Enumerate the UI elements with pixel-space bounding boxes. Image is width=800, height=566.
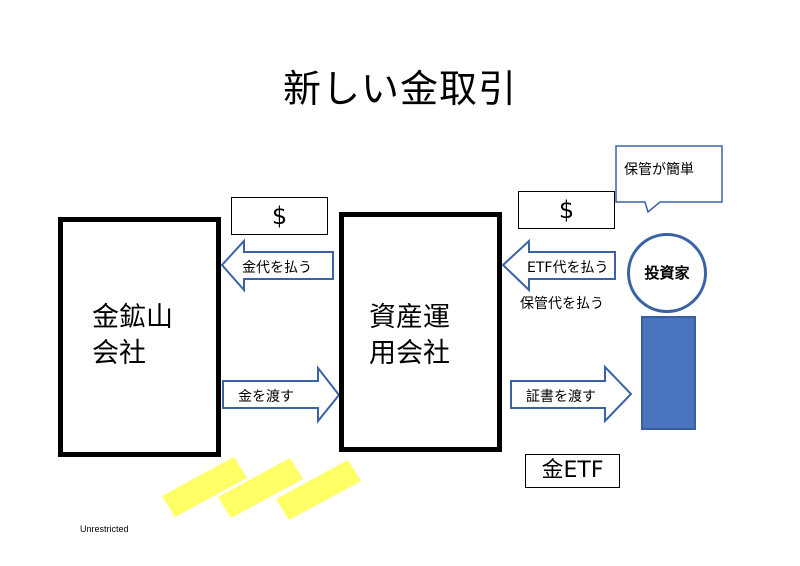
asset-manager-box bbox=[339, 212, 502, 452]
arrow-pay-gold-label: 金代を払う bbox=[242, 260, 312, 276]
arrow-give-gold-label: 金を渡す bbox=[238, 389, 294, 405]
arrow-pay-etf-label: ETF代を払う bbox=[527, 260, 609, 276]
arrow-pay-etf bbox=[501, 238, 616, 293]
storage-fee-label: 保管代を払う bbox=[520, 296, 604, 312]
investor-holding-rect bbox=[641, 316, 696, 430]
arrow-pay-gold bbox=[220, 238, 334, 293]
gold-etf-box: 金ETF bbox=[525, 454, 620, 488]
highlight-stroke-1 bbox=[162, 457, 247, 517]
dollar-box-investor: $ bbox=[518, 191, 615, 229]
page-title: 新しい金取引 bbox=[282, 67, 517, 111]
arrow-give-certificate-label: 証書を渡す bbox=[526, 389, 596, 405]
arrow-give-certificate bbox=[510, 364, 633, 424]
dollar-box-mining: $ bbox=[231, 197, 328, 235]
footer-classification: Unrestricted bbox=[80, 524, 129, 534]
mining-company-label: 金鉱山 会社 bbox=[92, 302, 173, 369]
mining-company-box bbox=[58, 217, 221, 457]
arrow-give-gold bbox=[222, 365, 341, 424]
highlight-stroke-2 bbox=[218, 458, 303, 518]
highlight-stroke-3 bbox=[276, 460, 361, 520]
callout-storage-text: 保管が簡単 bbox=[624, 162, 694, 178]
callout-bubble bbox=[615, 145, 723, 214]
investor-circle: 投資家 bbox=[627, 233, 707, 313]
asset-manager-label: 資産運 用会社 bbox=[369, 302, 450, 369]
